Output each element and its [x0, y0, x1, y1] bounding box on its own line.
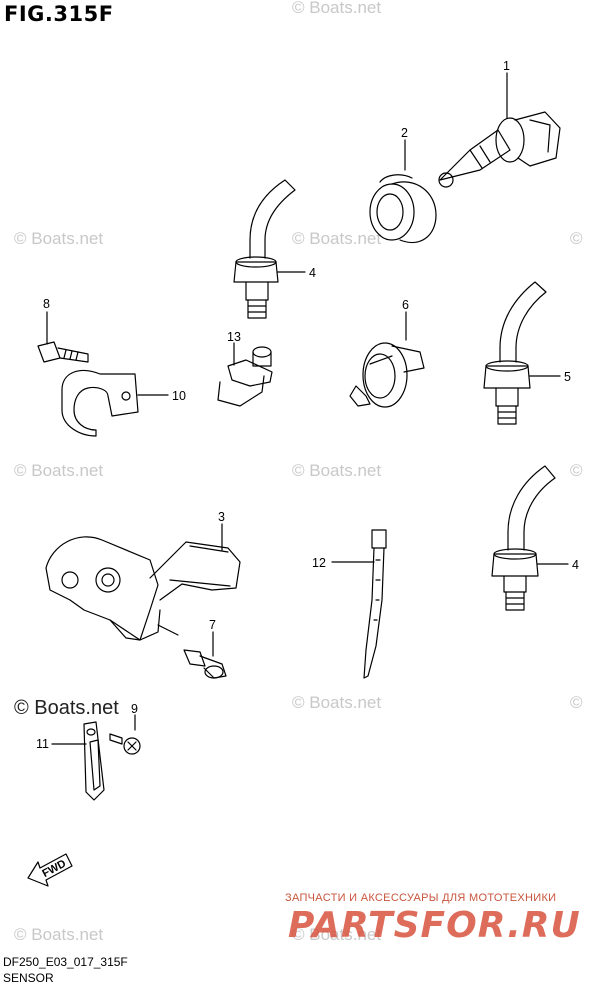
part-6-knock-sensor — [349, 311, 425, 408]
watermark: © Boats.net — [14, 461, 103, 480]
promo-text: ЗАПЧАСТИ И АКСЕССУАРЫ ДЛЯ МОТОТЕХНИКИ — [285, 892, 557, 904]
watermark: © Boats.net — [292, 229, 381, 248]
part-12-cable-tie — [331, 529, 387, 679]
section-name: SENSOR — [3, 971, 54, 985]
callout-6: 6 — [402, 298, 409, 312]
part-4-sensor-bottom — [491, 465, 569, 611]
callout-3: 3 — [218, 510, 225, 524]
brand-logo: PARTSFOR.RU — [288, 905, 581, 946]
callout-4: 4 — [309, 266, 316, 280]
part-1-sensor — [438, 72, 561, 188]
part-5-sensor — [483, 281, 561, 425]
watermark-clipped: © — [570, 693, 583, 712]
callout-4-bottom: 4 — [572, 558, 579, 572]
part-3-sensor-bracket — [45, 523, 241, 641]
part-9-screw — [109, 714, 141, 755]
callout-1: 1 — [503, 59, 510, 73]
part-11-strap — [51, 721, 105, 801]
part-10-clamp — [61, 369, 169, 437]
callout-7: 7 — [209, 618, 216, 632]
watermark: © Boats.net — [292, 0, 381, 17]
part-2-grommet — [369, 139, 437, 244]
watermark: © Boats.net — [14, 925, 103, 944]
callouts: 1 2 4 8 13 6 10 5 3 12 4 7 9 11 — [36, 59, 579, 751]
callout-10: 10 — [172, 389, 186, 403]
callout-13: 13 — [227, 330, 241, 344]
watermarks: © Boats.net © Boats.net © Boats.net © © … — [14, 0, 583, 944]
callout-9: 9 — [131, 702, 138, 716]
watermark: © Boats.net — [292, 461, 381, 480]
diagram-code: DF250_E03_017_315F — [3, 955, 128, 969]
figure-title: FIG.315F — [4, 2, 114, 26]
watermark-clipped: © — [570, 229, 583, 248]
callout-5: 5 — [564, 370, 571, 384]
watermark: © Boats.net — [292, 925, 381, 944]
watermark: © Boats.net — [14, 229, 103, 248]
callout-2: 2 — [401, 126, 408, 140]
watermark: © Boats.net — [292, 693, 381, 712]
fwd-arrow — [27, 853, 73, 887]
watermark-clipped: © — [570, 461, 583, 480]
fwd-label: FWD — [40, 858, 68, 880]
callout-12: 12 — [312, 556, 326, 570]
watermark-dark: © Boats.net — [14, 697, 119, 719]
part-4-sensor-top — [233, 179, 306, 319]
part-13-clip — [217, 342, 273, 407]
callout-11: 11 — [36, 737, 49, 751]
callout-8: 8 — [43, 297, 50, 311]
part-8-bolt — [37, 311, 89, 363]
part-7-bolt — [183, 631, 227, 679]
